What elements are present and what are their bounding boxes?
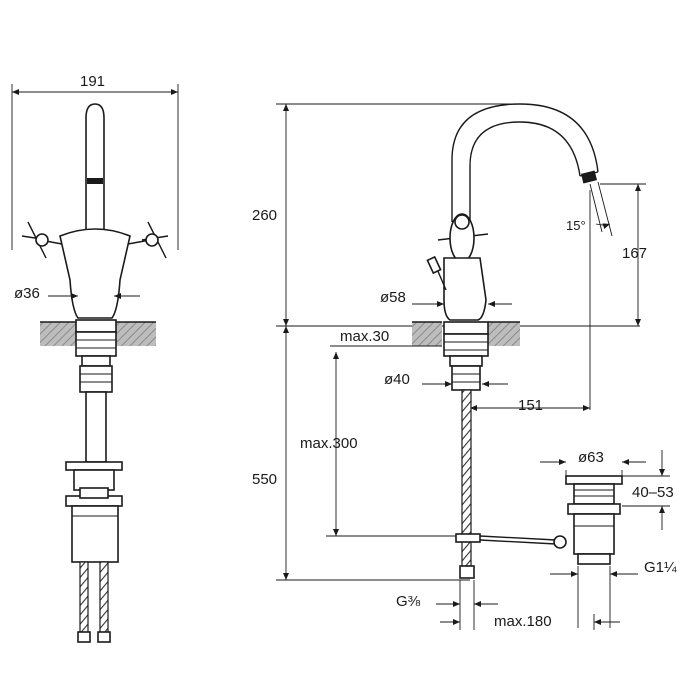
dim-15-angle: 15°	[566, 218, 586, 233]
waste-fitting	[565, 475, 623, 565]
dim-36: ø36	[14, 285, 40, 302]
side-view: 260 167 15° ø58 max.	[252, 103, 677, 630]
front-view: 191 ø36	[11, 73, 179, 643]
dim-g3-8: G⅜	[396, 593, 421, 610]
dim-max-300: max.300	[300, 435, 358, 452]
dim-191: 191	[80, 73, 105, 90]
left-handle	[21, 221, 63, 259]
dim-260: 260	[252, 207, 277, 224]
dim-g1-quarter: G1¼	[644, 559, 677, 576]
dim-40: ø40	[384, 371, 410, 388]
dim-151: 151	[518, 397, 543, 414]
dim-max-180: max.180	[494, 613, 552, 630]
right-handle	[127, 221, 169, 259]
dim-max-30: max.30	[340, 328, 389, 345]
dim-550: 550	[252, 471, 277, 488]
dim-167: 167	[622, 245, 647, 262]
dim-58: ø58	[380, 289, 406, 306]
dim-63: ø63	[578, 449, 604, 466]
dim-40-53: 40–53	[632, 484, 674, 501]
